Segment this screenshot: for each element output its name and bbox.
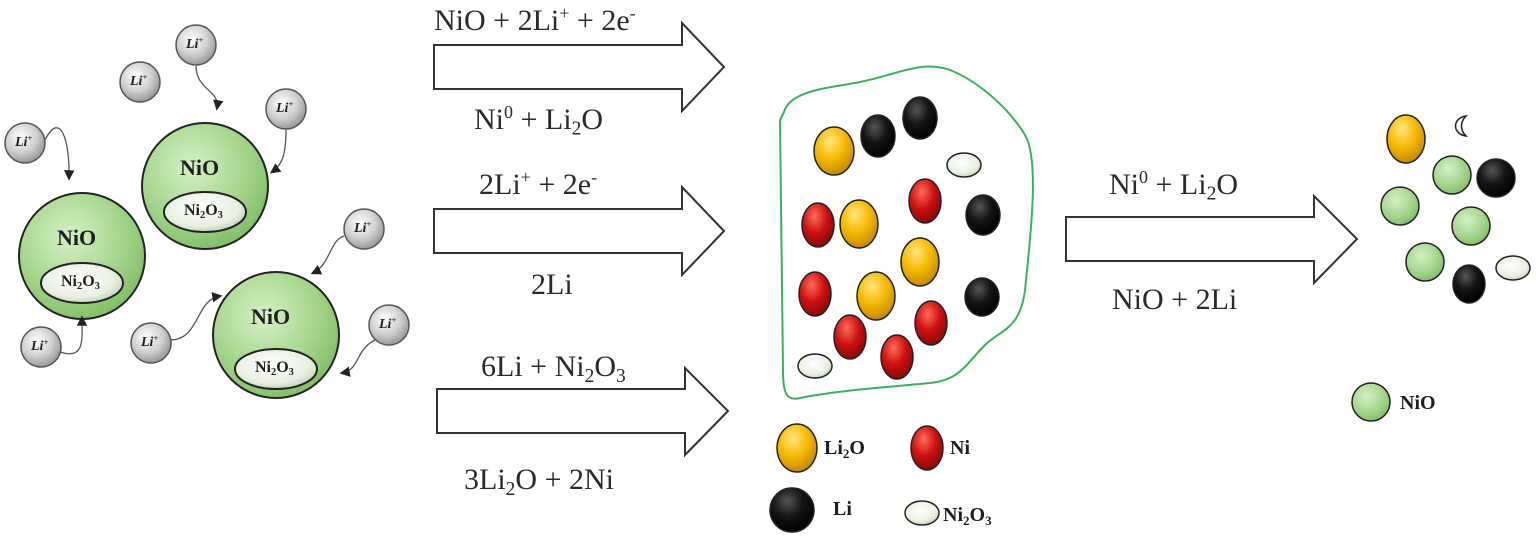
nio-particle-1 <box>18 192 146 320</box>
li-ion-label: Li+ <box>130 73 148 90</box>
reaction-arrow-1 <box>433 20 726 114</box>
legend-li-swatch <box>769 487 815 533</box>
ni2o3-label-3: Ni2O3 <box>255 359 294 379</box>
li-ion-label: Li+ <box>141 334 159 351</box>
legend-li-label: Li <box>833 498 852 520</box>
reaction-4-products: NiO + 2Li <box>1112 283 1238 316</box>
reaction-3-products: 3Li2O + 2Ni <box>464 463 615 500</box>
reaction-arrow-4 <box>1065 193 1359 286</box>
li-ion-label: Li+ <box>186 36 204 53</box>
legend-ni2o3-label: Ni2O3 <box>943 504 992 528</box>
li-ion-label: Li+ <box>354 220 372 237</box>
li-ion-label: Li+ <box>31 338 49 355</box>
reaction-1-products: Ni0 + Li2O <box>474 102 604 140</box>
product-particles <box>797 96 1001 380</box>
reaction-2-reactants: 2Li+ + 2e- <box>479 167 598 201</box>
ni2o3-label-2: Ni2O3 <box>184 202 223 222</box>
legend-nio-swatch <box>1351 382 1391 422</box>
legend-swatches <box>769 382 1391 533</box>
nio-label-3: NiO <box>251 304 291 329</box>
ion-arrows <box>44 65 376 377</box>
legend-nio-label: NiO <box>1400 392 1436 414</box>
legend-ni2o3-swatch <box>904 500 940 526</box>
reaction-4-reactants: Ni0 + Li2O <box>1109 167 1239 205</box>
li-ion-label: Li+ <box>15 134 33 151</box>
legend-ni-label: Ni <box>950 437 970 459</box>
reaction-1-reactants: NiO + 2Li+ + 2e- <box>434 3 636 37</box>
reaction-arrow-2 <box>433 184 726 278</box>
ni2o3-label-1: Ni2O3 <box>61 273 100 293</box>
li-ion-label: Li+ <box>379 316 397 333</box>
legend-li2o-swatch <box>776 423 818 473</box>
final-particles <box>1380 114 1531 304</box>
nio-particle-2 <box>141 122 269 250</box>
legend-ni-swatch <box>910 425 944 471</box>
reaction-arrow-3 <box>436 365 730 458</box>
reaction-3-reactants: 6Li + Ni2O3 <box>481 350 626 387</box>
li-ion-label: Li+ <box>276 100 294 117</box>
nio-label-1: NiO <box>57 225 97 250</box>
legend-li2o-label: Li2O <box>824 437 865 461</box>
nio-particle-3 <box>212 271 340 399</box>
reaction-2-products: 2Li <box>531 268 573 301</box>
li-ion-group <box>4 24 410 368</box>
nio-label-2: NiO <box>180 155 220 180</box>
